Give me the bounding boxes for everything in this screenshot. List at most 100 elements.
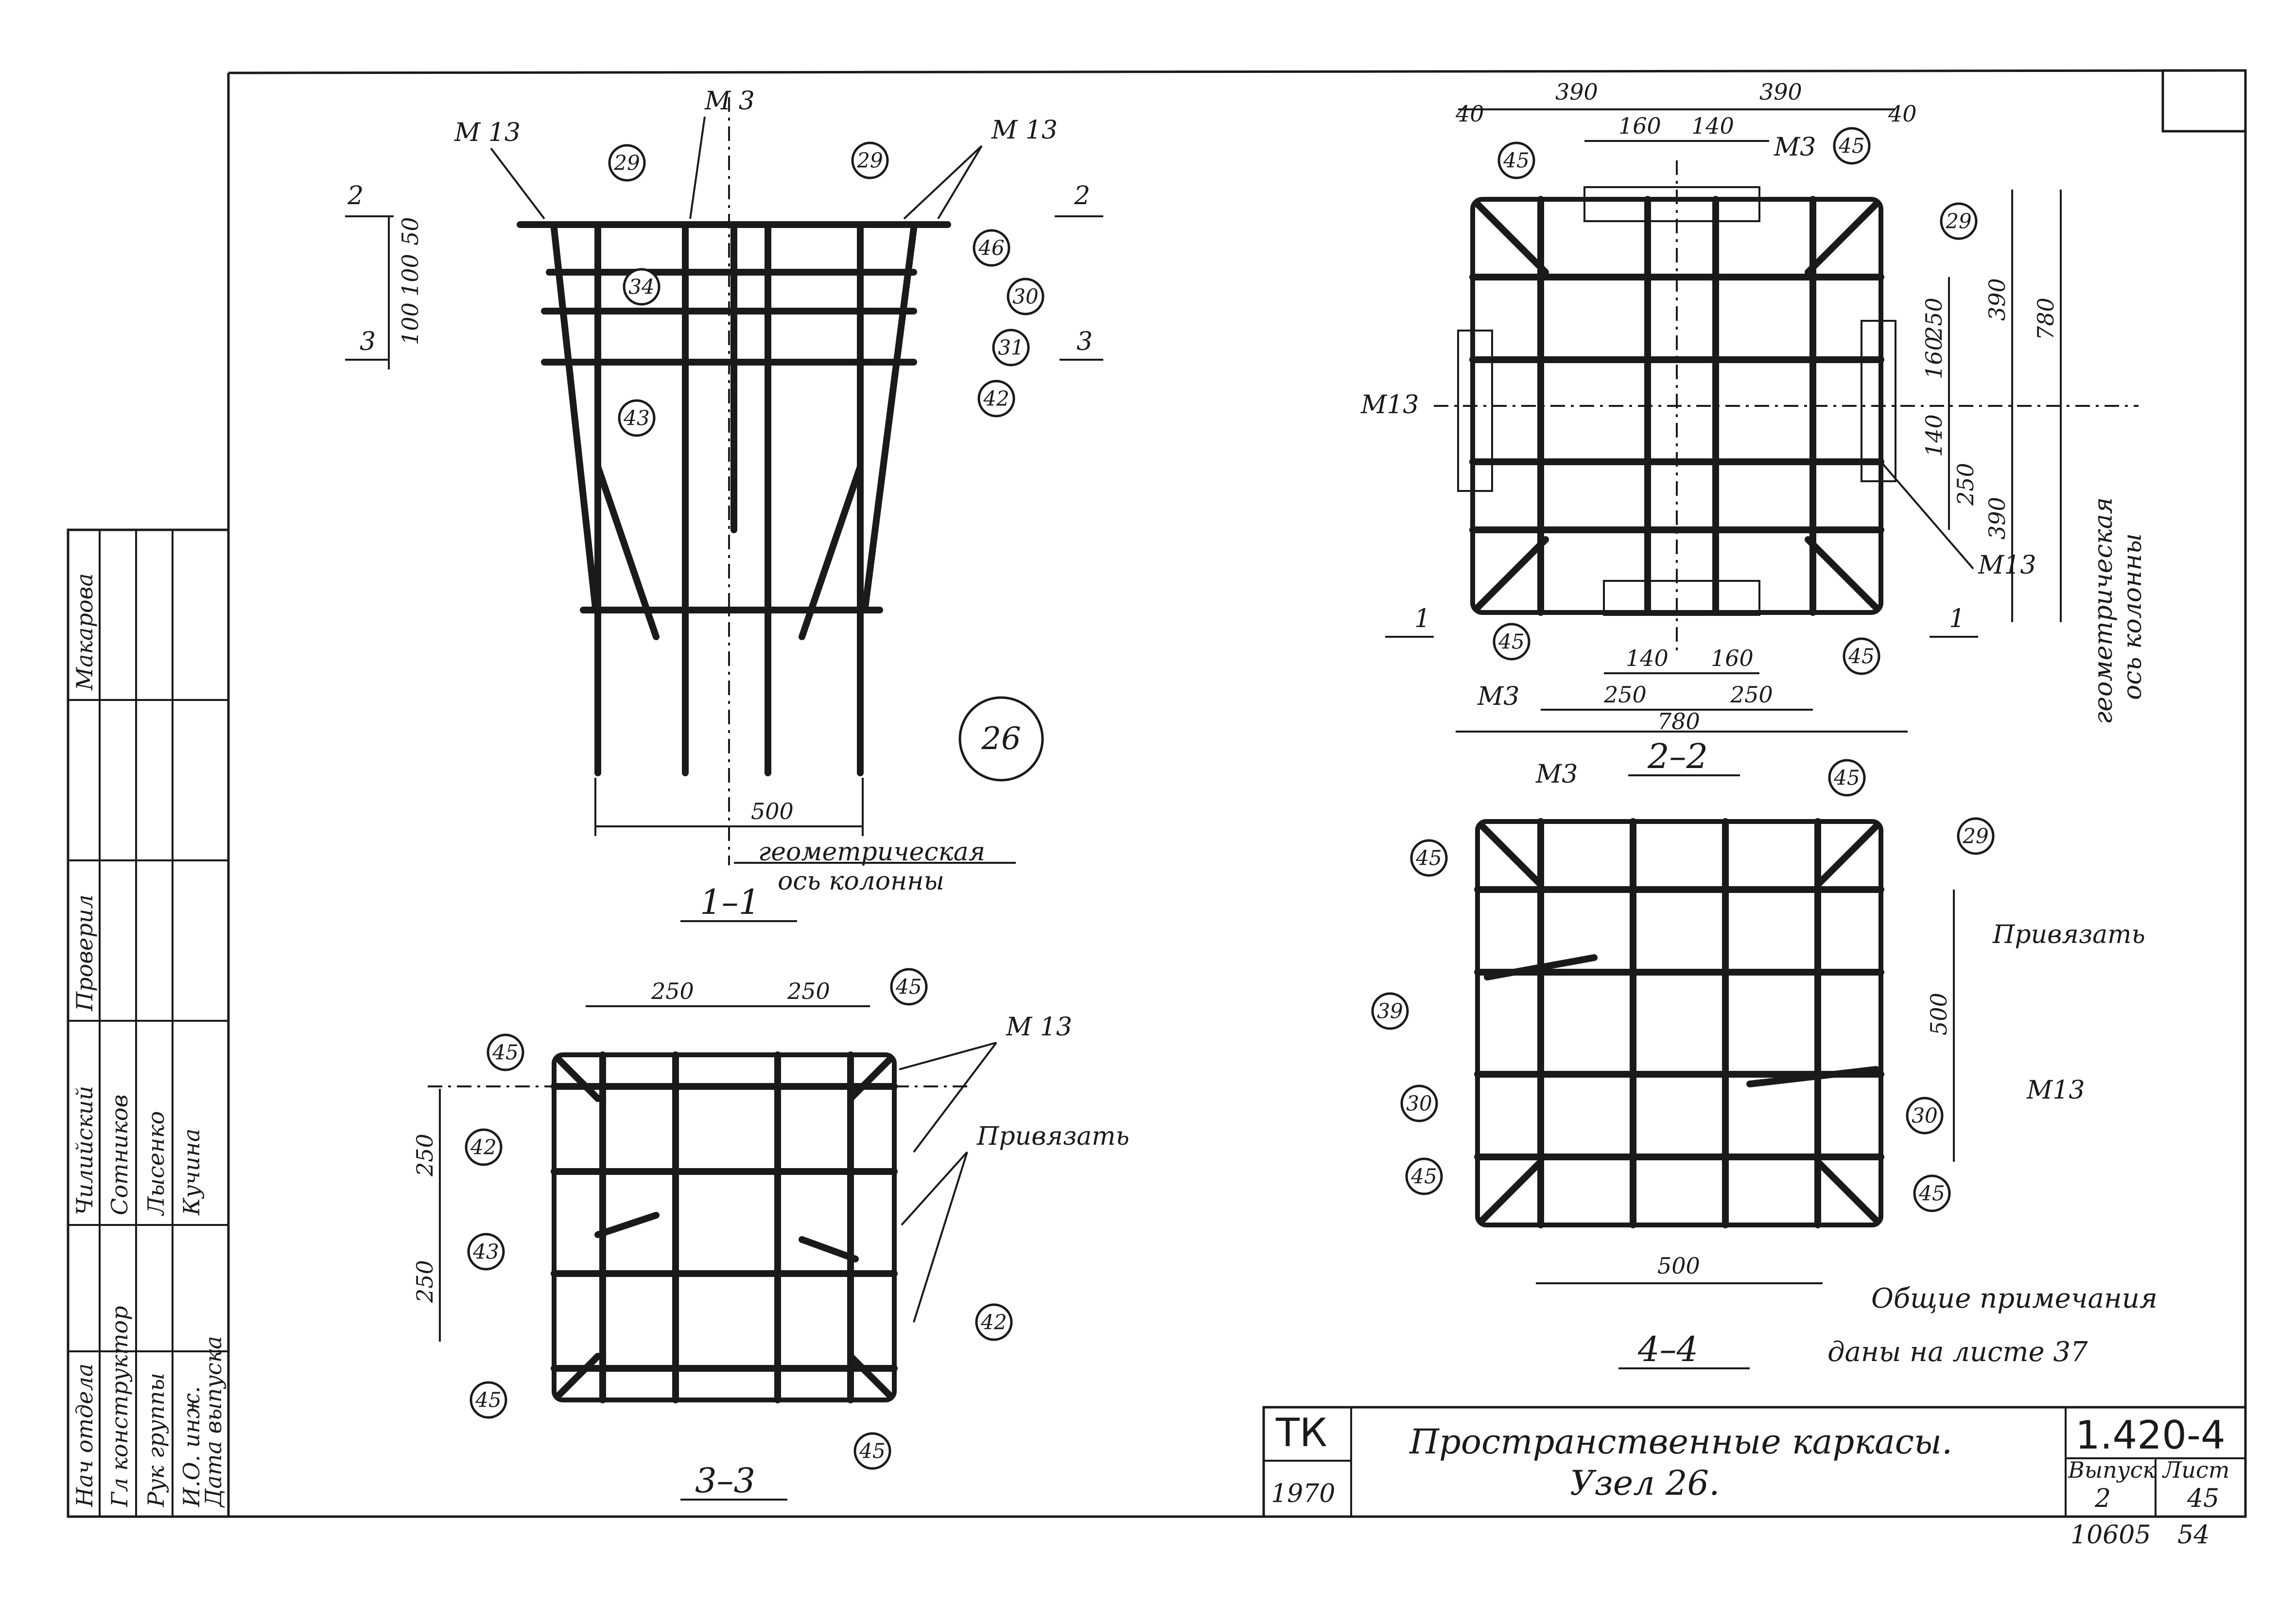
mark-29: 29: [1962, 824, 1988, 848]
title-sheet-label: Лист: [2162, 1457, 2229, 1483]
mark-m13: М13: [2026, 1076, 2085, 1105]
dim-250-bottom-right: 250: [1730, 682, 1773, 708]
mark-30-left: 30: [1406, 1092, 1432, 1116]
stamp-role-5: Дата выпуска: [200, 1336, 226, 1508]
mark-39: 39: [1377, 999, 1403, 1023]
mark-45-br: 45: [1918, 1182, 1945, 1206]
mark-m13-left: М13: [1360, 390, 1419, 419]
title-archive-page: 54: [2177, 1521, 2209, 1550]
title-year: 1970: [1271, 1479, 1335, 1508]
section-4-4: 500 500 45 45 45 45 29 39 30 30 М3 М13 П…: [1371, 759, 2145, 1369]
bind-note-3-3: Привязать: [976, 1122, 1130, 1151]
stamp-name-1: Чилийский: [71, 1086, 98, 1215]
section-1-1-title: 1–1: [700, 882, 760, 922]
mark-42-left: 42: [470, 1136, 496, 1159]
sheet-frame: [68, 69, 2247, 1518]
mark-45-bl: 45: [1410, 1165, 1437, 1189]
title-archive: 10605: [2070, 1521, 2151, 1550]
mark-45-br: 45: [1848, 645, 1874, 668]
stamp-checked: Проверил: [71, 894, 98, 1012]
stamp-name-2: Сотников: [106, 1095, 133, 1215]
approval-stamp: Нач отдела Гл конструктор Рук группы И.О…: [67, 528, 230, 1518]
mark-29-left: 29: [613, 151, 640, 175]
cut-1-right: 1: [1949, 604, 1965, 633]
cut-1-left: 1: [1414, 604, 1430, 633]
dim-390-left: 390: [1555, 79, 1598, 105]
mark-42-right: 42: [980, 1311, 1007, 1334]
notes-line2: даны на листе 37: [1827, 1336, 2088, 1368]
stamp-role-3: Рук группы: [143, 1373, 169, 1507]
dim-250-left-bottom: 250: [412, 1260, 438, 1303]
axis-note-line2: ось колонны: [778, 867, 944, 896]
title-line2: Узел 26.: [1570, 1463, 1720, 1503]
cut-3-right: 3: [1077, 327, 1093, 356]
dim-40-left: 40: [1455, 101, 1484, 127]
dim-390-right: 390: [1759, 79, 1802, 105]
dim-250-left-top: 250: [412, 1134, 438, 1177]
title-issue: 2: [2094, 1484, 2111, 1513]
dim-250-right-top: 250: [1921, 297, 1947, 341]
node-badge: 26: [981, 721, 1021, 757]
mark-45-tr: 45: [1838, 134, 1864, 158]
mark-m3: М3: [1535, 760, 1578, 789]
mark-45-tl: 45: [1503, 149, 1529, 173]
mark-29-right: 29: [856, 149, 883, 173]
dim-100-b: 100: [397, 302, 423, 345]
dim-250-top-right: 250: [787, 978, 830, 1004]
stamp-role-1: Нач отдела: [71, 1363, 98, 1507]
stamp-name-3: Лысенко: [143, 1111, 169, 1216]
title-series: 1.420-4: [2075, 1413, 2226, 1458]
dim-250-top-left: 250: [651, 978, 694, 1004]
section-2-2: 390 390 160 140 40 40 140 160 250 250 78…: [1360, 79, 2147, 776]
section-3-3-title: 3–3: [695, 1461, 755, 1501]
general-notes: Общие примечания даны на листе 37: [1827, 1283, 2157, 1368]
mark-31: 31: [998, 336, 1024, 360]
stamp-role-4: И.О. инж.: [178, 1386, 205, 1507]
mark-m3-top: М3: [1774, 133, 1816, 162]
mark-45-bl: 45: [1498, 630, 1524, 654]
section-2-2-title: 2–2: [1647, 736, 1708, 776]
mark-m13: М 13: [1006, 1013, 1072, 1042]
title-block: ТК 1970 Пространственные каркасы. Узел 2…: [1262, 1406, 2247, 1550]
mark-29: 29: [1945, 210, 1971, 233]
mark-43: 43: [623, 406, 649, 430]
stamp-checker-name: Макарова: [71, 573, 98, 691]
dim-390-right-top: 390: [1984, 278, 2010, 321]
dim-500-bottom: 500: [1657, 1253, 1700, 1279]
cut-3-left: 3: [360, 327, 376, 356]
dim-780-right: 780: [2033, 297, 2059, 340]
dim-500: 500: [751, 798, 794, 824]
mark-m3-bottom: М3: [1477, 682, 1519, 711]
cut-2-right: 2: [1074, 181, 1090, 210]
mark-42: 42: [983, 387, 1009, 411]
axis-note-right-line2: ось колонны: [2118, 533, 2147, 700]
dim-100-a: 100: [397, 254, 423, 297]
dim-160-right: 160: [1921, 336, 1947, 379]
dim-160-bottom: 160: [1711, 645, 1754, 671]
dim-140-right: 140: [1921, 414, 1947, 457]
axis-note-right-line1: геометрическая: [2089, 497, 2118, 724]
title-issue-label: Выпуск: [2068, 1457, 2156, 1483]
mark-45-tr: 45: [1833, 766, 1860, 790]
dim-250-bottom-left: 250: [1603, 682, 1647, 708]
title-org: ТК: [1275, 1410, 1327, 1455]
dim-390-right-bottom: 390: [1984, 497, 2010, 540]
section-3-3: 250 250 250 250 45 45 45 45 42 42 43 М 1…: [412, 968, 1130, 1501]
section-4-4-title: 4–4: [1637, 1329, 1698, 1369]
stamp-name-4: Кучина: [178, 1129, 205, 1216]
mark-34: 34: [628, 275, 654, 299]
title-line1: Пространственные каркасы.: [1409, 1422, 1952, 1462]
dim-250-right-bottom: 250: [1952, 463, 1979, 506]
dim-500-right: 500: [1926, 993, 1952, 1035]
cut-2-left: 2: [347, 181, 364, 210]
mark-m3-top: М 3: [704, 87, 755, 116]
section-1-1: 500 50 100 100 2 2 3 3 М 3 М 13 М 13 29 …: [345, 87, 1103, 922]
mark-45-tr: 45: [895, 975, 922, 999]
mark-45-tl: 45: [492, 1041, 518, 1065]
title-sheet: 45: [2187, 1484, 2219, 1513]
dim-780-bottom: 780: [1657, 708, 1700, 734]
dim-40-right: 40: [1888, 101, 1917, 127]
mark-30-right: 30: [1912, 1104, 1937, 1128]
dim-140-bottom: 140: [1626, 645, 1669, 671]
